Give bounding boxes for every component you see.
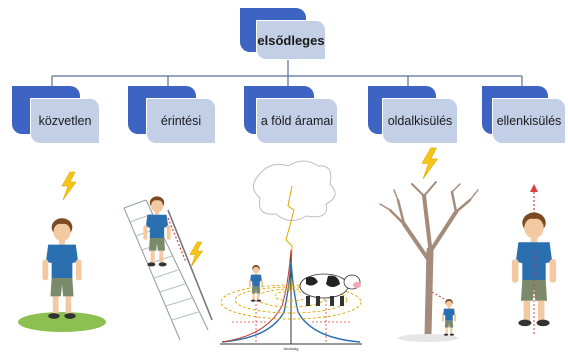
direct-strike-illustration	[18, 171, 106, 332]
grass-patch	[18, 312, 106, 332]
person-figure	[143, 196, 171, 267]
node-label: közvetlen	[38, 114, 92, 128]
node-oldalkisules: oldalkisülés	[368, 86, 458, 144]
upward-streamer-illustration	[511, 184, 557, 334]
lightning-channel	[285, 185, 295, 291]
cow	[299, 273, 361, 306]
ground-current-illustration: távolság	[220, 160, 362, 351]
node-label: ellenkisülés	[496, 114, 562, 128]
staircase	[123, 199, 213, 341]
node-ellenkisules: ellenkisülés	[482, 86, 566, 144]
node-erintesi: érintési	[128, 86, 216, 144]
node-label: a föld áramai	[260, 114, 334, 128]
root-node: elsődleges	[240, 8, 326, 62]
node-kozvetlen: közvetlen	[12, 86, 100, 144]
touch-potential-illustration	[123, 196, 213, 341]
cloud	[253, 160, 336, 221]
person-figure	[42, 218, 82, 319]
side-flash-illustration	[379, 147, 479, 342]
potential-curve	[221, 261, 361, 343]
axis-label: távolság	[284, 346, 299, 351]
root-label: elsődleges	[257, 32, 325, 48]
tree	[379, 181, 479, 340]
lightning-bolt-icon	[189, 241, 203, 268]
node-label: érintési	[160, 114, 202, 128]
lightning-bolt-icon	[421, 147, 438, 180]
person-figure	[248, 264, 264, 302]
node-fold-aramai: a föld áramai	[244, 86, 338, 144]
lightning-bolt-icon	[61, 171, 77, 201]
node-label: oldalkisülés	[387, 114, 453, 128]
person-figure	[441, 298, 457, 336]
